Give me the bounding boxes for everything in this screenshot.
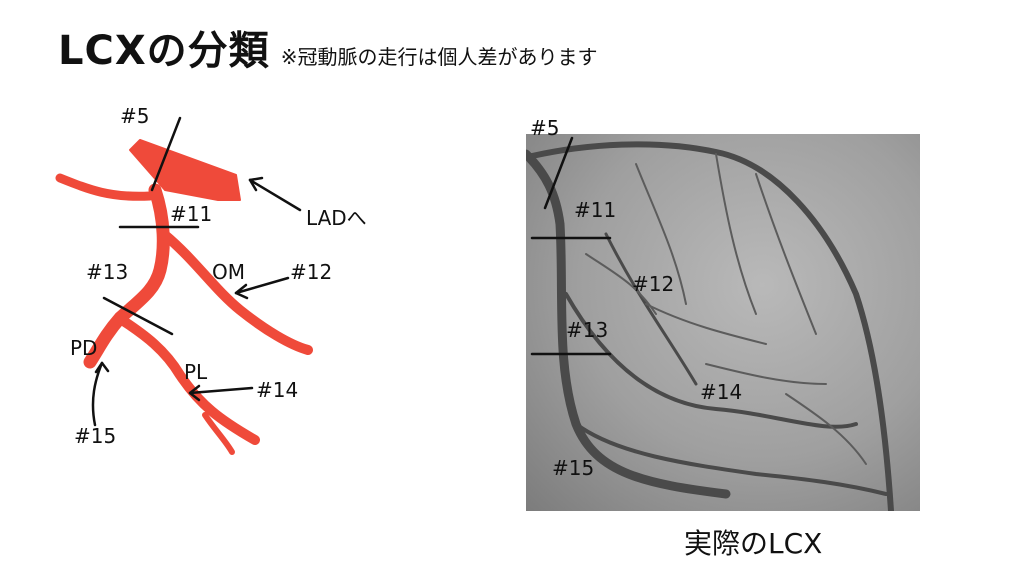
angio-main-vessel [526, 149, 731, 499]
label-seg14: #14 [256, 378, 299, 402]
angiogram-image [526, 134, 920, 511]
label-seg15: #15 [74, 424, 117, 448]
arrow-pd [91, 361, 104, 427]
angio-pl-vessel [564, 292, 858, 429]
title-main: LCXの分類 [58, 28, 270, 74]
angio-om-vessel [604, 232, 698, 386]
label-seg11: #11 [170, 202, 213, 226]
vessel-pl-branch [117, 315, 260, 445]
arrow-om-head [234, 283, 249, 300]
angio-lad-vessel [529, 141, 894, 511]
label-seg13: #13 [86, 260, 129, 284]
label-lad: LADへ [306, 206, 367, 230]
vessel-lcx-main [83, 183, 170, 369]
arrow-pl [188, 386, 254, 395]
vessel-left-branch [55, 173, 155, 201]
angio-label-seg5: #5 [530, 116, 560, 140]
angio-label-seg15: #15 [552, 456, 595, 480]
angio-label-seg11: #11 [574, 198, 617, 222]
label-seg5: #5 [120, 104, 150, 128]
arrow-pd-head [94, 361, 110, 374]
vessel-main-trunk [129, 139, 241, 201]
angio-label-seg12: #12 [632, 272, 675, 296]
page-title: LCXの分類 ※冠動脈の走行は個人差があります [58, 18, 598, 76]
angio-pd-vessel [574, 422, 888, 496]
angio-label-seg14: #14 [700, 380, 743, 404]
arrow-lad-head [248, 176, 264, 192]
angiogram-vessels [526, 141, 894, 511]
angio-marker-5 [543, 136, 574, 210]
label-om: OM [212, 260, 245, 284]
marker-line-13 [102, 296, 174, 336]
vessel-pl-tip [202, 412, 235, 455]
marker-line-5 [150, 116, 182, 192]
arrow-pl-head [188, 384, 201, 402]
vessel-om-branch [160, 230, 313, 355]
label-pd: PD [70, 336, 98, 360]
label-seg12: #12 [290, 260, 333, 284]
title-note: ※冠動脈の走行は個人差があります [280, 45, 598, 69]
angio-label-seg13: #13 [566, 318, 609, 342]
arrow-lad [248, 178, 302, 212]
label-pl: PL [184, 360, 208, 384]
angiogram-caption: 実際のLCX [684, 527, 823, 560]
arrow-om [234, 276, 290, 295]
